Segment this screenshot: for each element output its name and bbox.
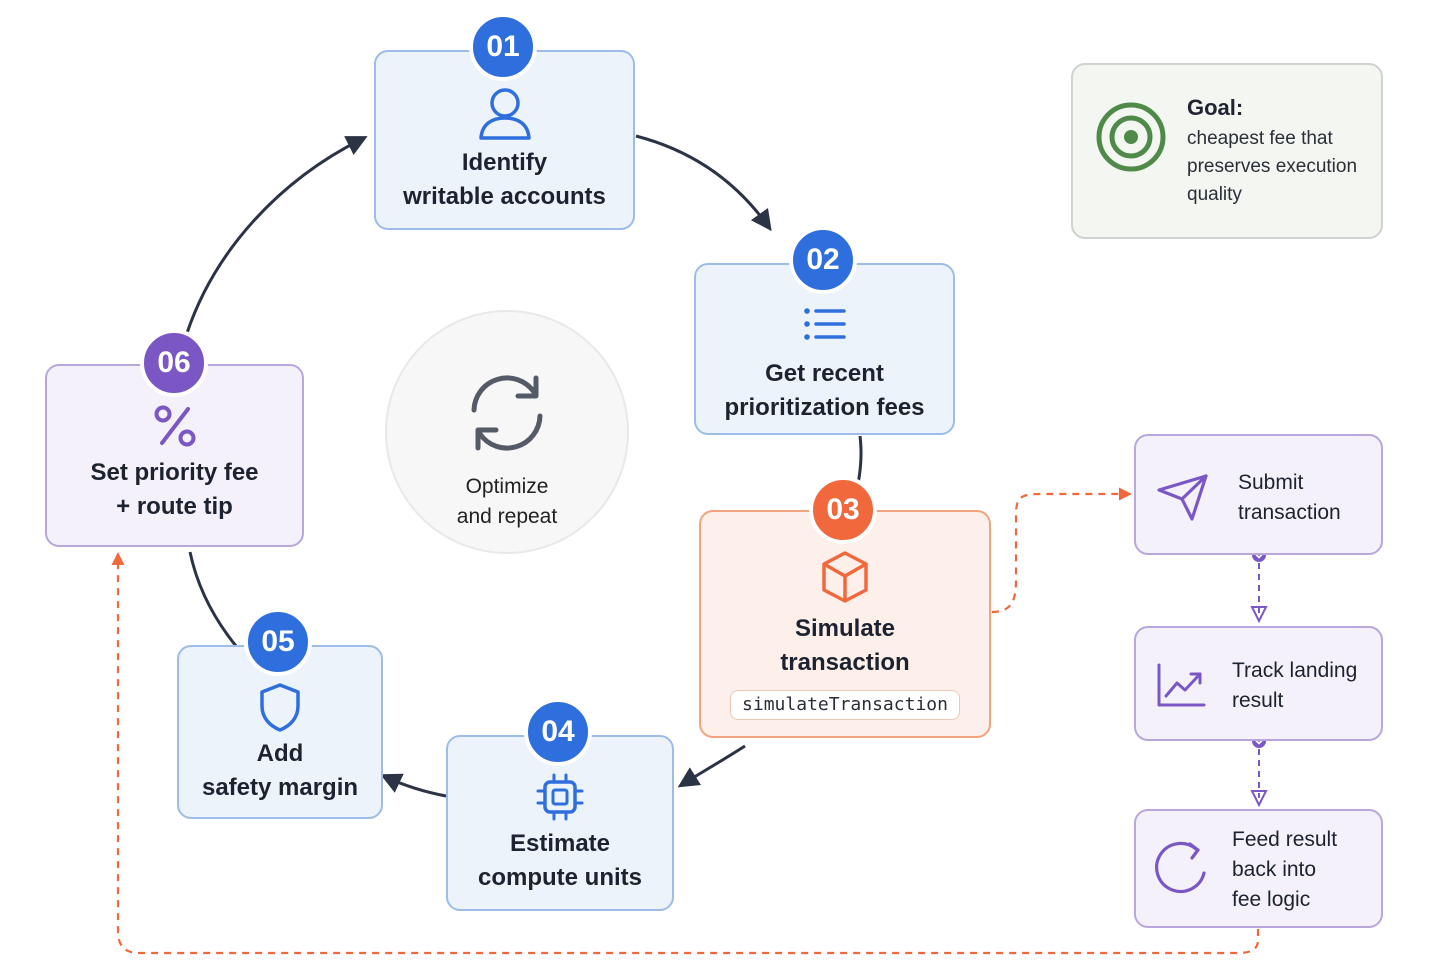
user-icon: [478, 88, 531, 140]
feedback-loop-icon: [1155, 841, 1206, 894]
step-02-label: Get recent prioritization fees: [724, 360, 925, 421]
goal-description: cheapest fee that preserves execution qu…: [1187, 128, 1358, 205]
connector-02-to-03: [856, 435, 863, 485]
simulate-transaction-code-label: simulateTransaction: [730, 690, 960, 720]
target-icon: [1096, 102, 1166, 172]
track-landing-label: Track landing result: [1232, 659, 1358, 712]
step-01-label: Identify writable accounts: [403, 149, 606, 210]
percent-icon: [154, 405, 195, 447]
hub-label: Optimize and repeat: [456, 475, 558, 528]
optimize-hub: Optimize and repeat: [385, 310, 629, 554]
dashed-arrow-feedback-to-06: [111, 552, 1260, 955]
shield-icon: [260, 683, 300, 732]
paper-plane-icon: [1157, 474, 1208, 521]
goal-card: Goal: cheapest fee that preserves execut…: [1071, 63, 1383, 239]
feed-result-label: Feed result back into fee logic: [1232, 828, 1338, 911]
step-05-badge: 05: [244, 608, 312, 676]
step-04-badge: 04: [524, 698, 592, 766]
step-02-badge: 02: [789, 226, 857, 294]
arrow-04-to-05: [380, 773, 447, 798]
submit-transaction-card[interactable]: Submit transaction: [1134, 434, 1383, 555]
step-06-badge: 06: [140, 329, 208, 397]
step-03-badge: 03: [809, 476, 877, 544]
goal-title: Goal:: [1187, 95, 1244, 120]
step-01-badge: 01: [469, 13, 537, 81]
arrow-03-to-04: [677, 744, 746, 788]
step-04-estimate-compute-units[interactable]: Estimate compute units: [446, 735, 674, 911]
track-landing-result-card[interactable]: Track landing result: [1134, 626, 1383, 741]
side-connector-1: [1250, 548, 1268, 624]
arrow-06-to-01: [185, 136, 368, 334]
dashed-arrow-simulate-to-submit: [991, 487, 1132, 614]
arrow-01-to-02: [635, 134, 772, 232]
submit-transaction-label: Submit transaction: [1238, 471, 1341, 524]
connector-05-to-06: [188, 551, 238, 647]
step-01-identify-writable-accounts[interactable]: Identify writable accounts: [374, 50, 635, 230]
cpu-chip-icon: [536, 773, 584, 821]
step-06-label: Set priority fee + route tip: [90, 459, 259, 520]
step-04-label: Estimate compute units: [477, 830, 642, 891]
feed-result-back-card[interactable]: Feed result back into fee logic: [1134, 809, 1383, 928]
side-connector-2: [1250, 734, 1268, 808]
step-03-label: Simulate transaction: [780, 615, 910, 676]
step-05-label: Add safety margin: [201, 740, 359, 801]
trend-chart-icon: [1157, 663, 1206, 707]
step-03-simulate-transaction[interactable]: Simulate transaction simulateTransaction: [699, 510, 991, 738]
step-02-get-recent-prioritization-fees[interactable]: Get recent prioritization fees: [694, 263, 955, 435]
refresh-cycle-icon: [471, 375, 543, 451]
list-icon: [803, 308, 846, 340]
cube-icon: [822, 551, 868, 603]
